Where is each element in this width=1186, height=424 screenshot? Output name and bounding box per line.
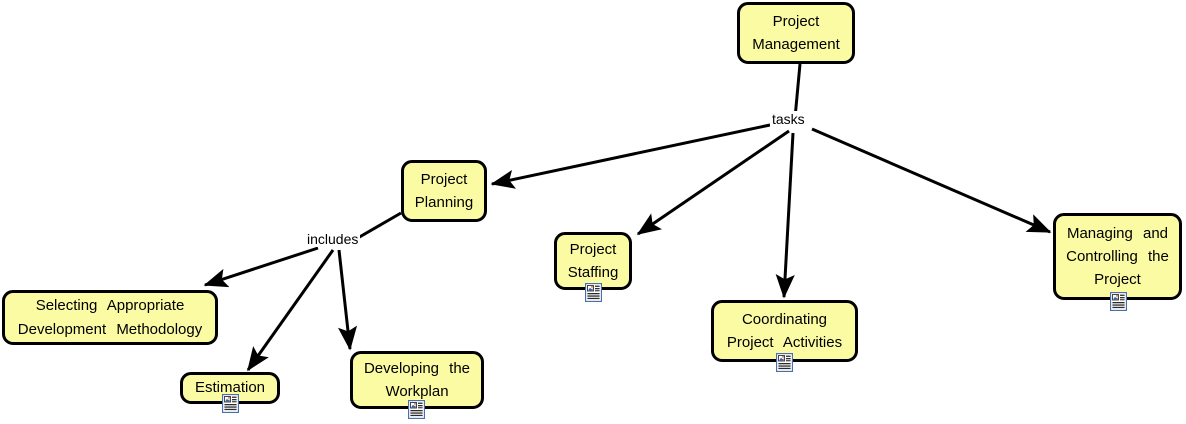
note-icon[interactable] (775, 352, 794, 373)
edge-label-tasks-hub: tasks (770, 111, 807, 127)
edge-project-planning-to-includes (355, 211, 402, 241)
node-label-line: Selecting Appropriate (35, 297, 185, 315)
node-label-line: Management (752, 36, 840, 53)
node-label-line: Managing and (1066, 224, 1169, 242)
note-icon[interactable] (1109, 291, 1128, 312)
node-estimation[interactable]: Estimation (180, 372, 280, 404)
node-label-line: Project (772, 12, 820, 30)
node-label-line: Estimation (194, 379, 266, 397)
note-icon[interactable] (584, 282, 603, 303)
node-label-line: Project (569, 240, 617, 258)
edge-includes-to-developing-workplan (337, 249, 358, 351)
edge-tasks-to-managing (811, 127, 1052, 234)
node-label-line: Planning (414, 194, 474, 211)
edge-tasks-to-coordinating (775, 132, 795, 299)
node-label-line: Developing the (363, 359, 471, 377)
node-label-line: Controlling the (1066, 247, 1169, 265)
edges-group (203, 63, 1052, 372)
edge-includes-to-estimation (246, 249, 335, 372)
node-label-line: Staffing (567, 264, 619, 281)
node-label-line: Project (1094, 271, 1141, 289)
edge-tasks-to-project-planning (490, 123, 771, 189)
edge-includes-to-selecting (203, 246, 319, 288)
edge-tasks-to-project-staffing (636, 129, 790, 236)
node-label-line: Project Activities (726, 334, 843, 351)
edge-label-includes-hub: includes (305, 231, 361, 247)
node-label-line: Coordinating (741, 310, 828, 328)
node-label-line: Project (420, 170, 468, 188)
node-label-line: Workplan (385, 383, 449, 400)
note-icon[interactable] (221, 393, 240, 414)
node-label-line: Development Methodology (17, 320, 203, 338)
note-icon[interactable] (407, 399, 426, 420)
edge-pm-to-tasks (793, 63, 802, 119)
